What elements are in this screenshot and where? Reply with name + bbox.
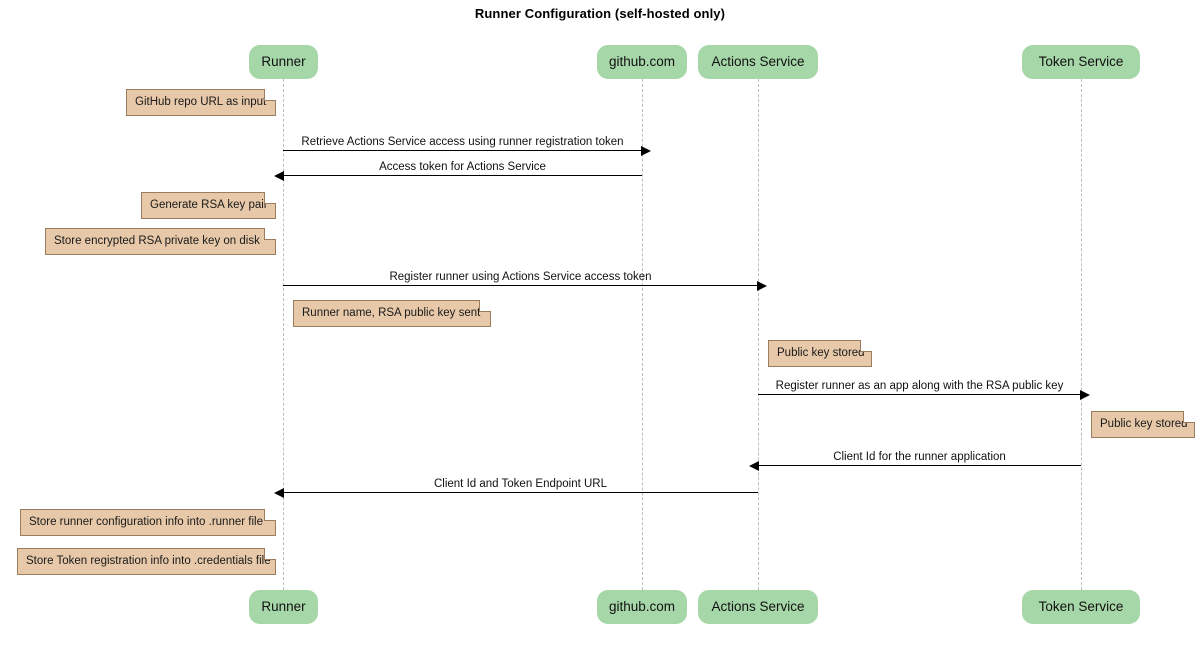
arrowhead-right-icon	[1080, 390, 1090, 400]
arrowhead-left-icon	[274, 171, 284, 181]
message-label: Client Id and Token Endpoint URL	[433, 478, 608, 490]
note-7-store-runner-configuration-info-into-run: Store runner configuration info into .ru…	[20, 509, 276, 536]
arrowhead-right-icon	[641, 146, 651, 156]
participant-actions-service-bottom[interactable]: Actions Service	[698, 590, 818, 624]
message-label: Retrieve Actions Service access using ru…	[301, 136, 624, 148]
note-5-public-key-stored: Public key stored	[768, 340, 872, 367]
note-6-public-key-stored: Public key stored	[1091, 411, 1195, 438]
note-8-store-token-registration-info-into-crede: Store Token registration info into .cred…	[17, 548, 276, 575]
arrowhead-left-icon	[274, 488, 284, 498]
participant-github-com-bottom[interactable]: github.com	[597, 590, 687, 624]
note-fold-corner-icon	[479, 300, 491, 312]
note-fold-corner-icon	[860, 340, 872, 352]
message-3-register-runner-using-actions-service-ac: Register runner using Actions Service ac…	[283, 271, 767, 291]
participant-runner-top[interactable]: Runner	[249, 45, 318, 79]
participant-runner-bottom[interactable]: Runner	[249, 590, 318, 624]
message-label: Register runner using Actions Service ac…	[389, 271, 652, 283]
lifeline-runner	[283, 79, 284, 590]
note-fold-corner-icon	[1183, 411, 1195, 423]
message-label: Client Id for the runner application	[833, 451, 1006, 463]
note-4-runner-name-rsa-public-key-sent: Runner name, RSA public key sent	[293, 300, 491, 327]
note-3-store-encrypted-rsa-private-key-on-disk: Store encrypted RSA private key on disk	[45, 228, 276, 255]
note-fold-corner-icon	[264, 228, 276, 240]
note-fold-corner-icon	[264, 192, 276, 204]
note-fold-corner-icon	[264, 548, 276, 560]
note-fold-corner-icon	[264, 89, 276, 101]
message-label: Register runner as an app along with the…	[775, 380, 1064, 392]
message-4-register-runner-as-an-app-along-with-the: Register runner as an app along with the…	[758, 380, 1090, 400]
lifeline-actions-service	[758, 79, 759, 590]
note-2-generate-rsa-key-pair: Generate RSA key pair	[141, 192, 276, 219]
participant-actions-service-top[interactable]: Actions Service	[698, 45, 818, 79]
message-1-retrieve-actions-service-access-using-ru: Retrieve Actions Service access using ru…	[283, 136, 651, 156]
lifeline-token-service	[1081, 79, 1082, 590]
message-5-client-id-for-the-runner-application: Client Id for the runner application	[749, 451, 1081, 471]
page-title: Runner Configuration (self-hosted only)	[474, 6, 726, 21]
participant-github-com-top[interactable]: github.com	[597, 45, 687, 79]
lifeline-github-com	[642, 79, 643, 590]
arrowhead-left-icon	[749, 461, 759, 471]
arrowhead-right-icon	[757, 281, 767, 291]
participant-token-service-bottom[interactable]: Token Service	[1022, 590, 1140, 624]
note-1-github-repo-url-as-input: GitHub repo URL as input	[126, 89, 276, 116]
message-label: Access token for Actions Service	[379, 161, 546, 173]
note-fold-corner-icon	[264, 509, 276, 521]
message-2-access-token-for-actions-service: Access token for Actions Service	[274, 161, 642, 181]
participant-token-service-top[interactable]: Token Service	[1022, 45, 1140, 79]
message-6-client-id-and-token-endpoint-url: Client Id and Token Endpoint URL	[274, 478, 758, 498]
